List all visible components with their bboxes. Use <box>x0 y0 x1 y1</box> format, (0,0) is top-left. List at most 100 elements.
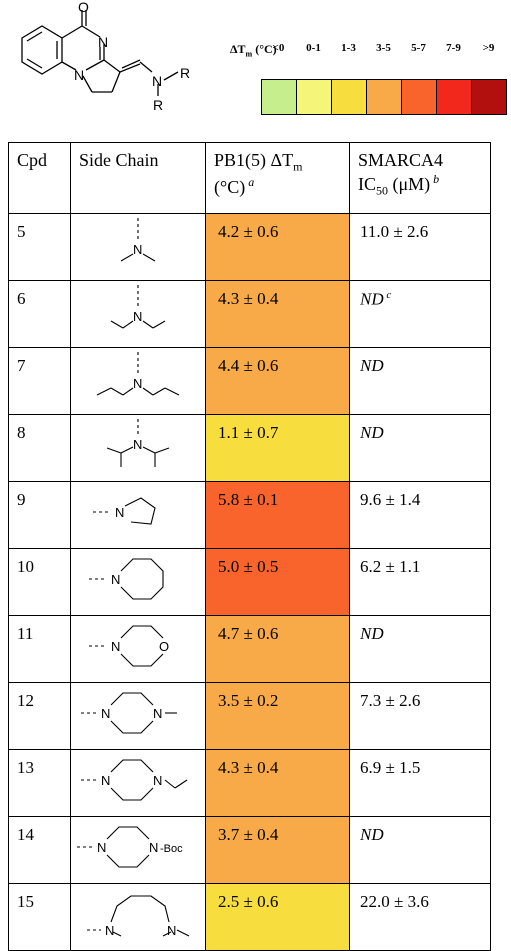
cell-side-chain: N <box>70 347 206 415</box>
cell-dtm: 2.5 ± 0.6 <box>205 883 350 951</box>
side-chain-n1: N <box>101 773 110 788</box>
side-chain-n: N <box>133 309 142 324</box>
side-chain-n: N <box>133 376 142 391</box>
side-chain-n2: N <box>149 840 158 855</box>
scaffold-n-ring: N <box>74 67 84 83</box>
legend-swatch <box>367 80 402 114</box>
side-chain-structure: N <box>93 497 156 525</box>
side-chain-n1: N <box>105 923 114 938</box>
scaffold-amine-n: N <box>152 73 162 89</box>
cell-ic50: ND <box>349 414 491 482</box>
cell-cpd: 10 <box>8 548 71 616</box>
legend-swatch <box>437 80 472 114</box>
side-chain-n: N <box>111 639 120 654</box>
cell-cpd: 5 <box>8 213 71 281</box>
legend-label: >9 <box>482 42 495 54</box>
legend-label: <0 <box>272 42 285 54</box>
cell-dtm: 4.3 ± 0.4 <box>205 280 350 348</box>
side-chain-boc: -Boc <box>160 843 183 855</box>
cell-ic50: 11.0 ± 2.6 <box>349 213 491 281</box>
cell-dtm: 4.2 ± 0.6 <box>205 213 350 281</box>
legend-swatch <box>332 80 367 114</box>
side-chain-structure: N <box>120 218 156 262</box>
scaffold-oxygen: O <box>78 0 89 15</box>
legend-label: 5-7 <box>411 42 426 54</box>
cell-side-chain: N <box>70 481 206 549</box>
cell-dtm: 1.1 ± 0.7 <box>205 414 350 482</box>
legend-labels: <0 0-1 1-3 3-5 5-7 7-9 >9 <box>261 42 507 58</box>
side-chain-n1: N <box>101 706 110 721</box>
legend-title: ΔTm (°C) <box>230 42 277 59</box>
cell-cpd: 14 <box>8 816 71 884</box>
cell-cpd: 13 <box>8 749 71 817</box>
cell-cpd: 11 <box>8 615 71 683</box>
cell-cpd: 12 <box>8 682 71 750</box>
cell-dtm: 4.7 ± 0.6 <box>205 615 350 683</box>
legend-color-scale <box>261 79 507 115</box>
cell-ic50: ND <box>349 615 491 683</box>
scaffold-r-right: R <box>180 65 190 81</box>
header-pb1-dtm: PB1(5) ΔTm(°C) a <box>205 142 350 214</box>
cell-side-chain: N <box>70 414 206 482</box>
legend-swatch <box>402 80 437 114</box>
cell-ic50: ND <box>349 816 491 884</box>
side-chain-n: N <box>111 572 120 587</box>
side-chain-structure: N <box>110 285 166 329</box>
cell-dtm: 3.5 ± 0.2 <box>205 682 350 750</box>
side-chain-n2: N <box>167 923 176 938</box>
legend-label: 3-5 <box>376 42 391 54</box>
legend-swatch <box>472 80 506 114</box>
side-chain-o: O <box>159 639 169 654</box>
scaffold-n-bridge: N <box>98 34 108 50</box>
cell-ic50: 6.9 ± 1.5 <box>349 749 491 817</box>
cell-ic50: 7.3 ± 2.6 <box>349 682 491 750</box>
cell-dtm: 4.3 ± 0.4 <box>205 749 350 817</box>
side-chain-n: N <box>133 437 142 452</box>
cell-side-chain: N <box>70 548 206 616</box>
header-cpd: Cpd <box>8 142 71 214</box>
legend-swatch <box>262 80 297 114</box>
cell-dtm: 4.4 ± 0.6 <box>205 347 350 415</box>
legend-swatch <box>297 80 332 114</box>
cell-cpd: 8 <box>8 414 71 482</box>
cell-dtm: 5.8 ± 0.1 <box>205 481 350 549</box>
cell-ic50: 9.6 ± 1.4 <box>349 481 491 549</box>
cell-cpd: 9 <box>8 481 71 549</box>
scaffold-r-bottom: R <box>153 97 163 113</box>
legend-label: 7-9 <box>446 42 461 54</box>
legend-label: 1-3 <box>341 42 356 54</box>
cell-ic50: 22.0 ± 3.6 <box>349 883 491 951</box>
cell-dtm: 5.0 ± 0.5 <box>205 548 350 616</box>
side-chain-n: N <box>115 505 124 520</box>
side-chain-structure: N <box>96 352 180 396</box>
cell-ic50: ND c <box>349 280 491 348</box>
cell-dtm: 3.7 ± 0.4 <box>205 816 350 884</box>
cell-side-chain: N <box>70 213 206 281</box>
legend-label: 0-1 <box>306 42 321 54</box>
side-chain-n2: N <box>153 773 162 788</box>
side-chain-structure: N <box>89 558 164 600</box>
cell-cpd: 7 <box>8 347 71 415</box>
cell-ic50: ND <box>349 347 491 415</box>
cell-cpd: 15 <box>8 883 71 951</box>
scaffold-structure: O N N N R R <box>21 0 190 113</box>
